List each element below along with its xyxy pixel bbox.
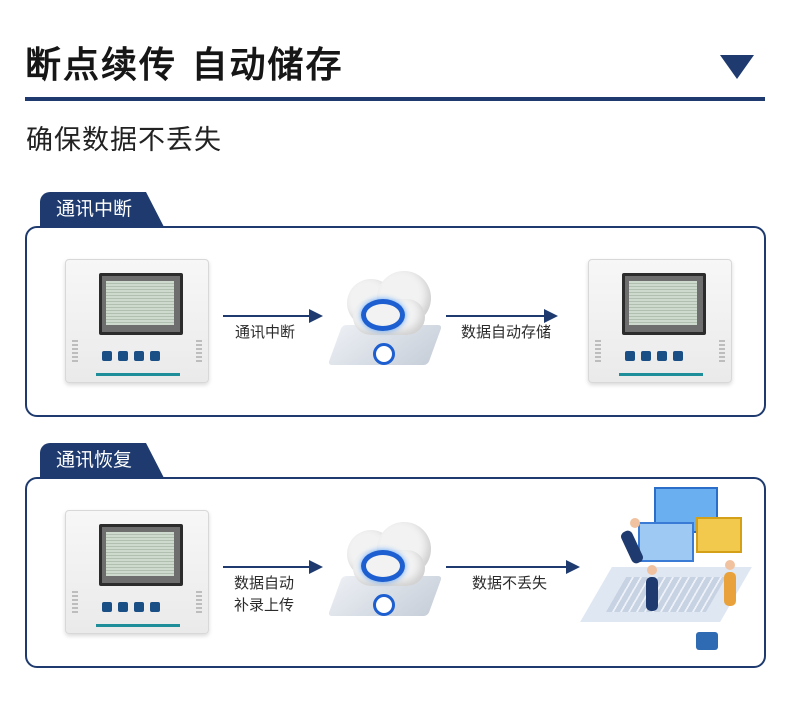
flow-arrow-1 xyxy=(223,309,323,323)
flow-arrow-2 xyxy=(446,309,558,323)
sensor-device-bottom xyxy=(65,510,209,634)
chevron-down-icon xyxy=(720,55,754,79)
data-illustration xyxy=(580,482,752,657)
flow-label-auto-store: 数据自动存储 xyxy=(461,323,552,341)
sensor-device-left xyxy=(65,259,209,383)
cloud-icon-bottom xyxy=(325,516,445,626)
page-subtitle: 确保数据不丢失 xyxy=(26,125,222,156)
page-title: 断点续传 自动储存 xyxy=(25,45,344,86)
section-tab-restored: 通讯恢复 xyxy=(40,443,165,478)
cloud-icon xyxy=(325,265,445,375)
flow-label-upload-line1: 数据自动 xyxy=(234,574,295,592)
flow-label-interrupted: 通讯中断 xyxy=(235,323,296,341)
sensor-device-right xyxy=(588,259,732,383)
flow-arrow-4 xyxy=(446,560,580,574)
flow-arrow-3 xyxy=(223,560,323,574)
flow-label-upload: 数据自动 补录上传 xyxy=(234,572,294,616)
title-divider xyxy=(25,97,765,101)
section-tab-interrupted: 通讯中断 xyxy=(40,192,165,227)
flow-label-upload-line2: 补录上传 xyxy=(234,596,295,614)
flow-label-no-loss: 数据不丢失 xyxy=(472,574,548,592)
